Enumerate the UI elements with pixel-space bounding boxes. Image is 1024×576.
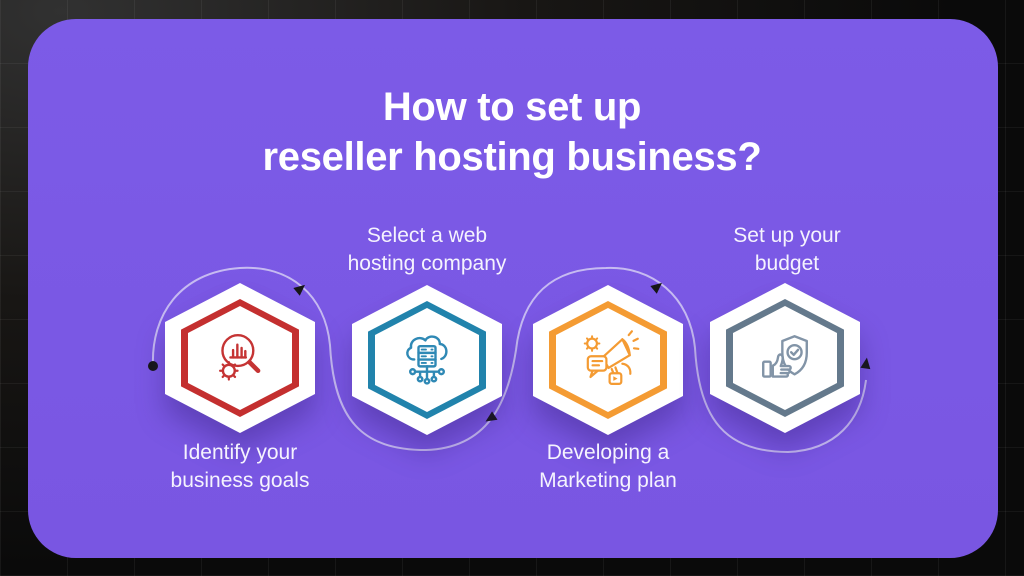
step-hexagon-marketing-plan bbox=[533, 285, 683, 435]
magnifier-bar-chart-gear-icon bbox=[206, 324, 274, 392]
cloud-server-network-icon bbox=[393, 326, 461, 394]
step-hexagon-identify-goals bbox=[165, 283, 315, 433]
step-label-identify-goals: Identify your business goals bbox=[170, 441, 310, 492]
megaphone-gear-chat-icon bbox=[574, 326, 642, 394]
thumbs-up-shield-check-icon bbox=[751, 324, 819, 392]
arrow-icon bbox=[485, 411, 498, 422]
step-hexagon-budget bbox=[710, 283, 860, 433]
title-line-2: reseller hosting business? bbox=[262, 135, 762, 179]
arrow-icon bbox=[860, 357, 871, 370]
step-label-budget: Set up your budget bbox=[733, 224, 841, 275]
arrow-icon bbox=[293, 284, 305, 296]
step-label-select-host: Select a web hosting company bbox=[347, 224, 507, 275]
step-label-marketing-plan: Developing a Marketing plan bbox=[539, 441, 677, 492]
arrow-icon bbox=[650, 282, 662, 294]
flow-path bbox=[151, 266, 867, 454]
page-title: How to set up reseller hosting business? bbox=[0, 82, 1024, 182]
flow-start-dot bbox=[148, 361, 158, 371]
infographic-card bbox=[28, 19, 998, 558]
step-hexagon-select-host bbox=[352, 285, 502, 435]
title-line-1: How to set up bbox=[382, 85, 642, 129]
